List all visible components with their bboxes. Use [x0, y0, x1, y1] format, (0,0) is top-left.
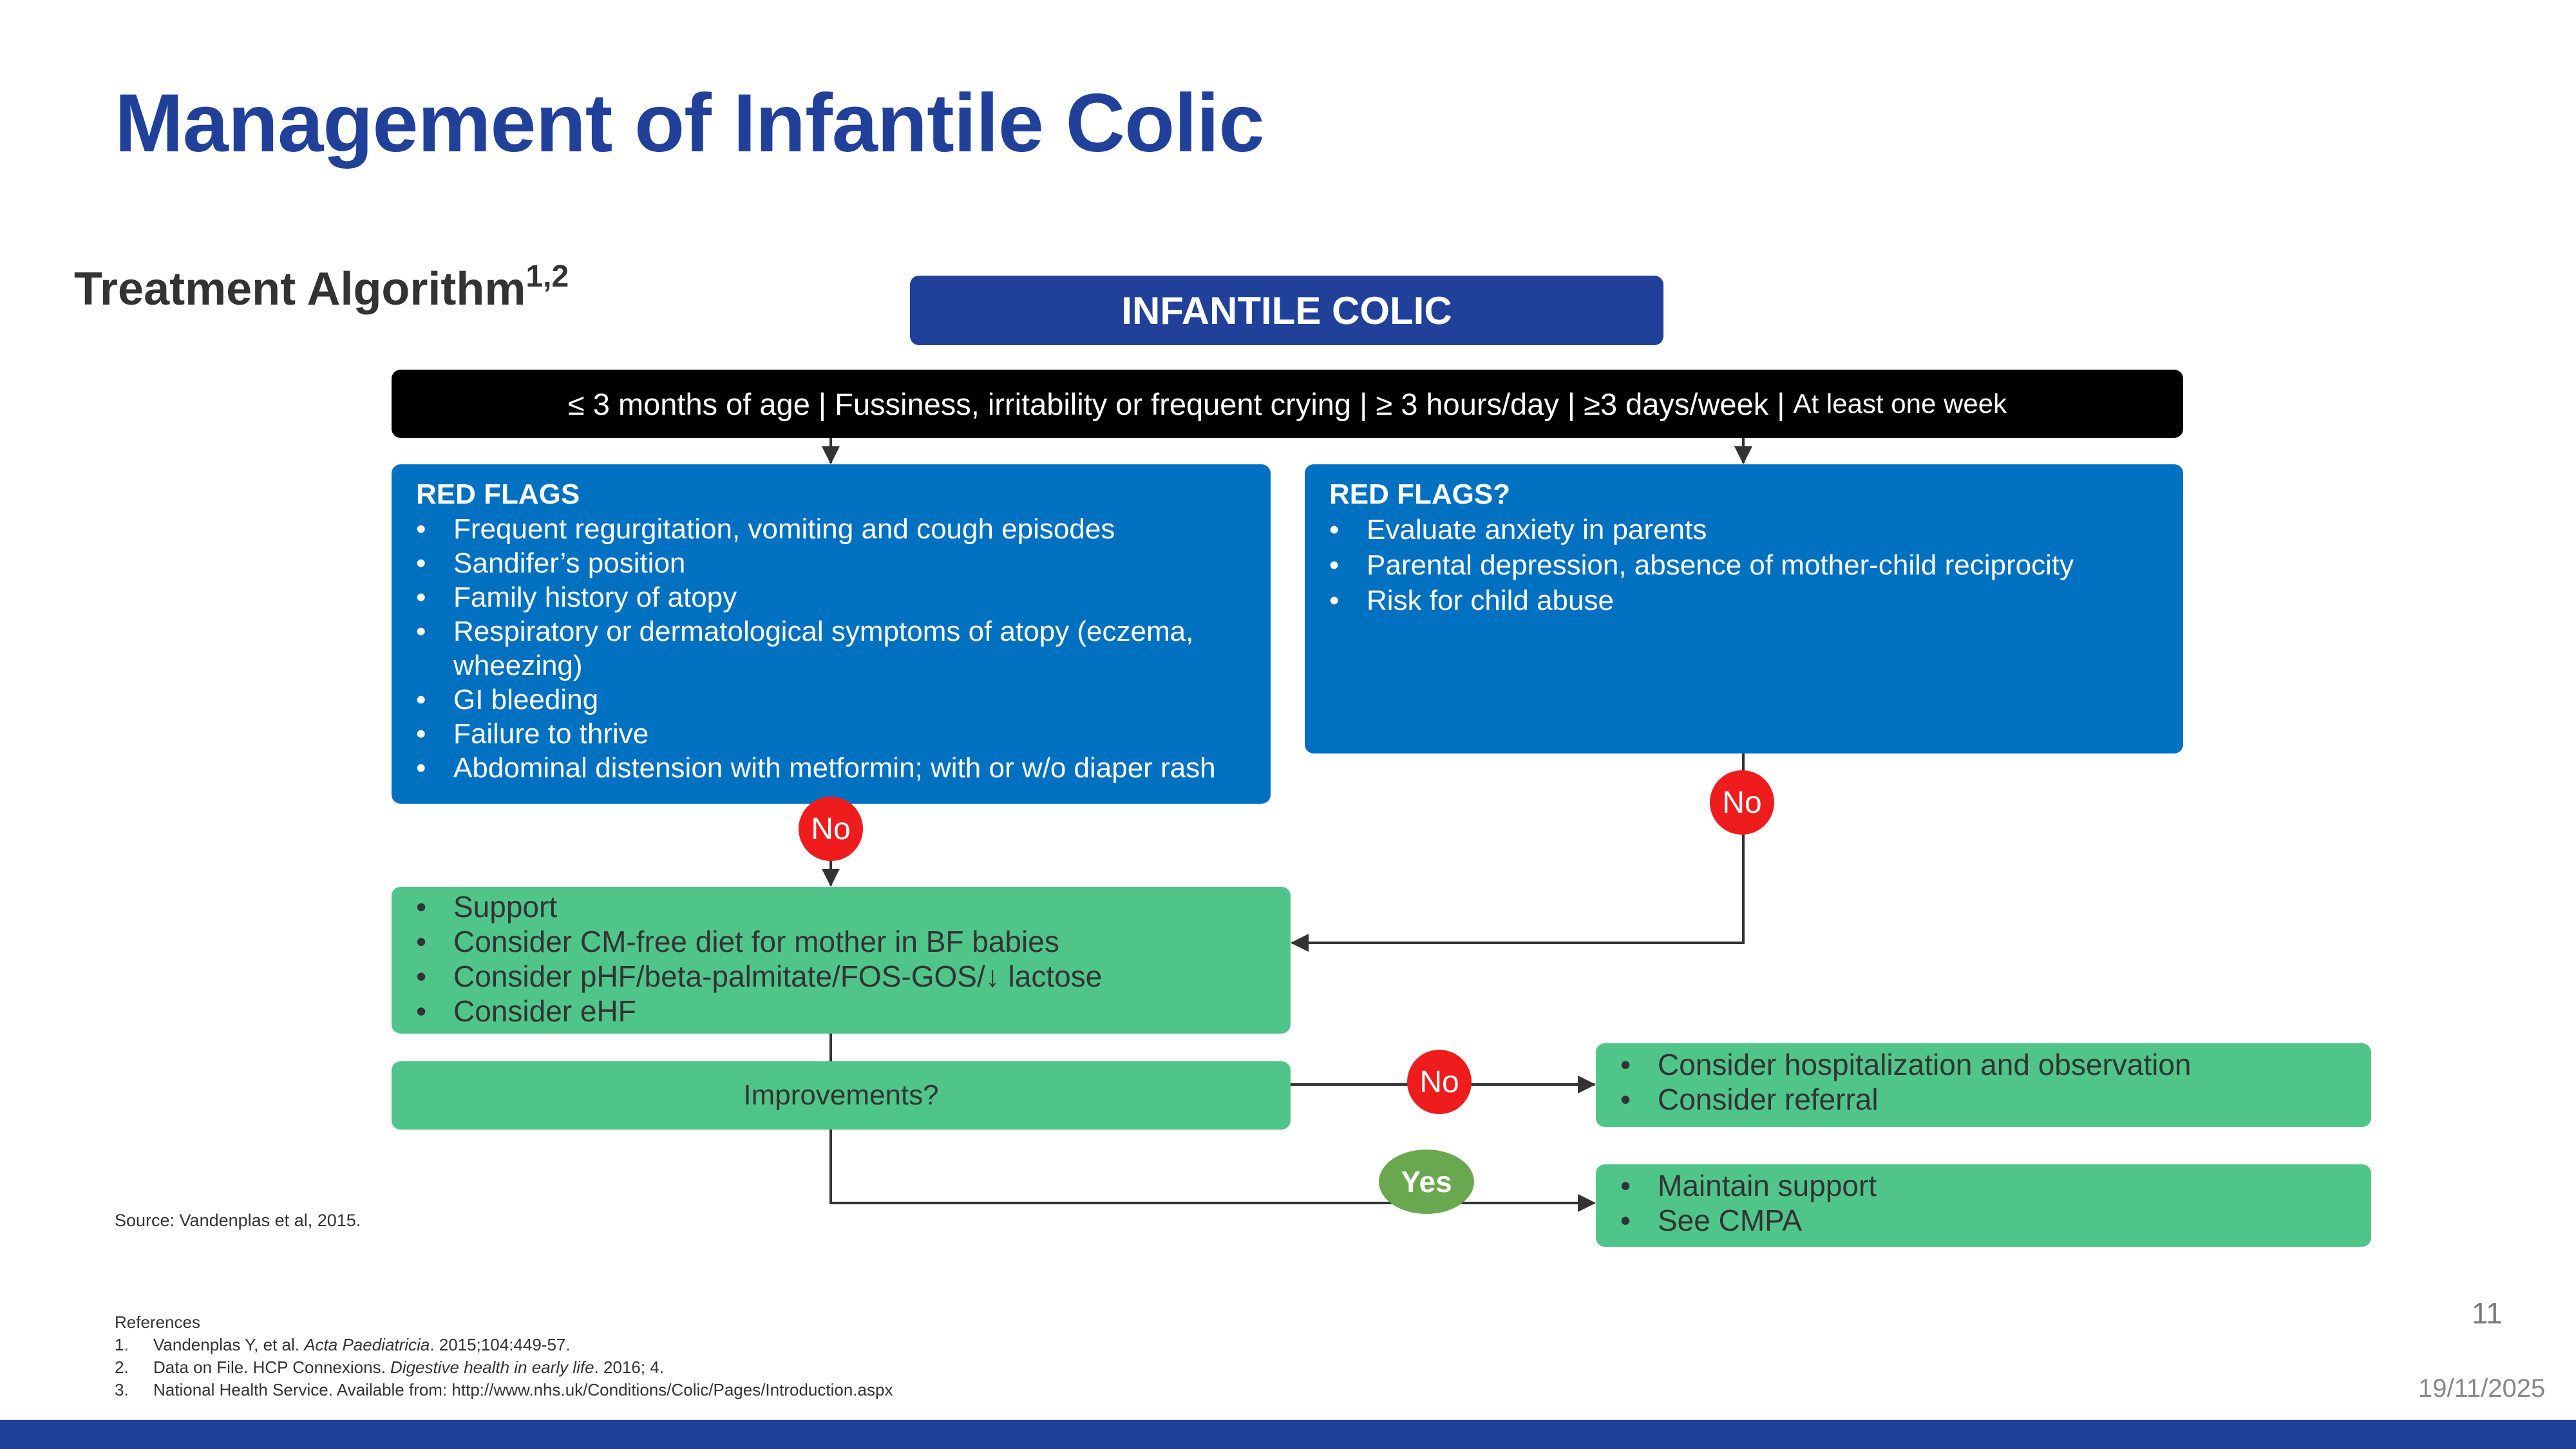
list-item: GI bleeding: [416, 683, 1246, 717]
criteria-main-text: ≤ 3 months of age | Fussiness, irritabil…: [567, 386, 1794, 421]
reference-text: National Health Service. Available from:…: [153, 1380, 893, 1399]
maintain-list: Maintain support See CMPA: [1620, 1168, 2347, 1238]
subtitle-refs: 1,2: [526, 260, 569, 294]
reference-text: Data on File. HCP Connexions.: [153, 1358, 391, 1377]
list-item: See CMPA: [1620, 1203, 2347, 1238]
support-box: Support Consider CM-free diet for mother…: [392, 887, 1291, 1034]
reference-item: 1. Vandenplas Y, et al. Acta Paediatricia…: [115, 1334, 893, 1356]
reference-text: Vandenplas Y, et al.: [153, 1335, 305, 1354]
page-number: 11: [2472, 1296, 2503, 1330]
reference-detail: . 2016; 4.: [594, 1358, 664, 1377]
improvements-box: Improvements?: [392, 1061, 1291, 1130]
reference-detail: . 2015;104:449-57.: [430, 1335, 571, 1354]
no-badge-improvements: No: [1407, 1050, 1472, 1114]
red-flags-left-title: RED FLAGS: [416, 478, 580, 510]
list-item: Abdominal distension with metformin; wit…: [416, 751, 1246, 785]
reference-number: 2.: [115, 1358, 129, 1377]
list-item: Consider pHF/beta-palmitate/FOS-GOS/↓ la…: [416, 959, 1266, 994]
list-item: Maintain support: [1620, 1168, 2347, 1203]
references: References 1. Vandenplas Y, et al. Acta P…: [115, 1311, 893, 1401]
list-item: Support: [416, 889, 1266, 924]
list-item: Consider eHF: [416, 994, 1266, 1028]
list-item: Respiratory or dermatological symptoms o…: [416, 614, 1246, 683]
reference-item: 3. National Health Service. Available fro…: [115, 1379, 893, 1401]
no-badge-right: No: [1710, 770, 1774, 835]
reference-journal: Acta Paediatricia: [304, 1335, 430, 1354]
subtitle: Treatment Algorithm1,2: [74, 260, 569, 316]
connector-right-to-support: [1291, 753, 1745, 952]
list-item: Risk for child abuse: [1329, 583, 2159, 618]
list-item: Failure to thrive: [416, 717, 1246, 751]
list-item: Frequent regurgitation, vomiting and cou…: [416, 512, 1246, 546]
footer-bar: [0, 1420, 2576, 1449]
connector-improve-to-maintain: [829, 1130, 1596, 1212]
hospitalization-box: Consider hospitalization and observation…: [1596, 1043, 2371, 1127]
list-item: Family history of atopy: [416, 580, 1246, 614]
list-item: Evaluate anxiety in parents: [1329, 512, 2159, 547]
red-flags-left-list: Frequent regurgitation, vomiting and cou…: [416, 512, 1246, 785]
hospitalization-list: Consider hospitalization and observation…: [1620, 1047, 2347, 1117]
slide-date: 19/11/2025: [2418, 1374, 2546, 1403]
list-item: Consider hospitalization and observation: [1620, 1047, 2347, 1082]
criteria-tail-text: At least one week: [1793, 388, 2007, 419]
references-heading: References: [115, 1312, 200, 1332]
subtitle-text: Treatment Algorithm: [74, 263, 526, 315]
support-list: Support Consider CM-free diet for mother…: [416, 889, 1266, 1028]
list-item: Consider referral: [1620, 1082, 2347, 1117]
criteria-bar: ≤ 3 months of age | Fussiness, irritabil…: [392, 370, 2183, 438]
reference-number: 3.: [115, 1380, 129, 1399]
list-item: Sandifer’s position: [416, 546, 1246, 580]
list-item: Parental depression, absence of mother-c…: [1329, 547, 2159, 583]
red-flags-left-box: RED FLAGS Frequent regurgitation, vomiti…: [392, 464, 1271, 804]
red-flags-right-title: RED FLAGS?: [1329, 478, 1511, 510]
reference-journal: Digestive health in early life: [390, 1358, 594, 1377]
reference-item: 2. Data on File. HCP Connexions. Digestiv…: [115, 1356, 893, 1379]
source-note: Source: Vandenplas et al, 2015.: [115, 1211, 361, 1230]
reference-number: 1.: [115, 1335, 129, 1354]
list-item: Consider CM-free diet for mother in BF b…: [416, 924, 1266, 959]
maintain-support-box: Maintain support See CMPA: [1596, 1164, 2371, 1247]
page-title: Management of Infantile Colic: [115, 77, 1264, 169]
yes-badge-improvements: Yes: [1379, 1150, 1474, 1214]
no-badge-left: No: [799, 797, 863, 861]
infantile-colic-box: INFANTILE COLIC: [910, 276, 1663, 345]
red-flags-right-list: Evaluate anxiety in parents Parental dep…: [1329, 512, 2159, 618]
red-flags-right-box: RED FLAGS? Evaluate anxiety in parents P…: [1305, 464, 2183, 753]
